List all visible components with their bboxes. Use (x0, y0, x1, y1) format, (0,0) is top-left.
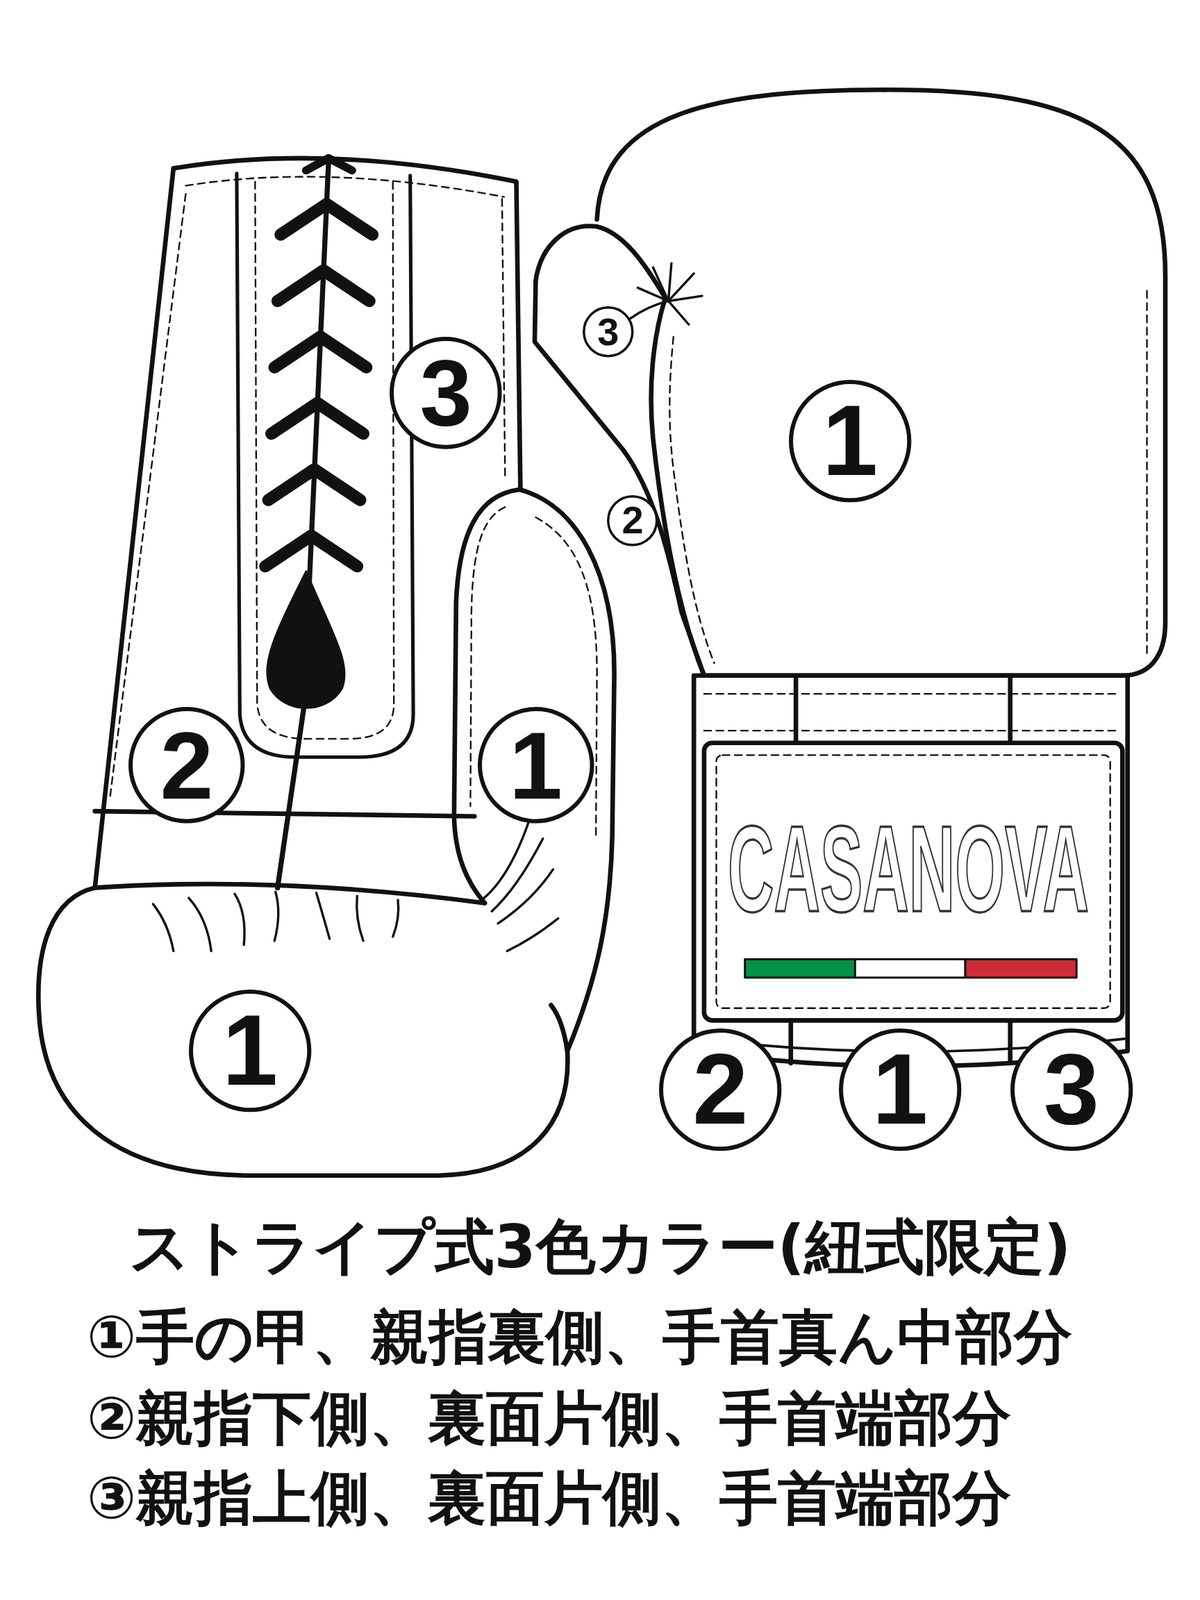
color-note: ①手の甲、親指裏側、手首真ん中部分 (86, 1304, 1073, 1369)
stripe-line (788, 1020, 794, 1064)
callout-number: 3 (1043, 1039, 1100, 1140)
stitching (110, 193, 187, 796)
callout-number: 1 (509, 717, 563, 814)
cuff-outline (693, 675, 1128, 1067)
color-note: ②親指下側、裏面片側、手首端部分 (86, 1386, 1012, 1450)
thumb-outline (454, 489, 519, 903)
callout-circle: 2 (128, 706, 246, 824)
lace (306, 158, 353, 171)
callout-number: 3 (420, 345, 473, 440)
lace-line (277, 706, 305, 889)
lace-up-glove (38, 158, 614, 1176)
color-note: ③親指上側、裏面片側、手首端部分 (86, 1465, 1012, 1530)
wrinkles (630, 263, 703, 325)
stripe-line (1007, 678, 1013, 744)
stitching (1145, 290, 1148, 654)
callout-number: 2 (159, 717, 214, 814)
stripe-line (1007, 1020, 1013, 1064)
stripe-line (793, 678, 799, 744)
callout-circle: 3 (582, 306, 634, 357)
callout-circle: 3 (1010, 1028, 1133, 1151)
fist-outline (38, 887, 568, 1175)
lace-tip (267, 571, 345, 709)
wrinkles (152, 816, 558, 952)
glove-body (597, 89, 1166, 675)
callout-number: 1 (822, 390, 878, 491)
callout-circle: 1 (188, 989, 312, 1112)
callout-circle: 1 (477, 706, 595, 824)
callout-circle: 1 (838, 1028, 962, 1151)
wrist-band-line (95, 811, 475, 816)
stitching (669, 336, 714, 664)
callout-circle: 2 (659, 1028, 782, 1151)
callout-number: 3 (597, 312, 619, 352)
callout-number: 2 (621, 500, 644, 540)
title: ストライプ式3色カラー(紐式限定) (0, 1213, 1200, 1280)
stitching (185, 176, 504, 197)
velcro-glove (534, 89, 1166, 1066)
stitching (254, 181, 394, 739)
stitching (704, 729, 1118, 732)
callout-number: 2 (692, 1039, 748, 1140)
italian-flag (745, 959, 1078, 978)
callout-circle: 2 (606, 495, 658, 546)
stitching (502, 199, 505, 480)
fist-outline (95, 884, 485, 903)
callout-number: 1 (222, 1000, 278, 1101)
brand-logo: CASANOVA (727, 802, 1089, 937)
callout-circle: 1 (788, 379, 912, 503)
callout-number: 1 (872, 1039, 928, 1140)
thumb-outline (534, 226, 705, 676)
stitching (716, 754, 1111, 1008)
thumb-outline (651, 297, 705, 676)
logo-patch (704, 743, 1123, 1021)
cuff-outline (173, 158, 521, 490)
lace-crossings (265, 204, 373, 567)
callout-circle: 3 (389, 336, 503, 450)
stitching (704, 693, 1118, 695)
